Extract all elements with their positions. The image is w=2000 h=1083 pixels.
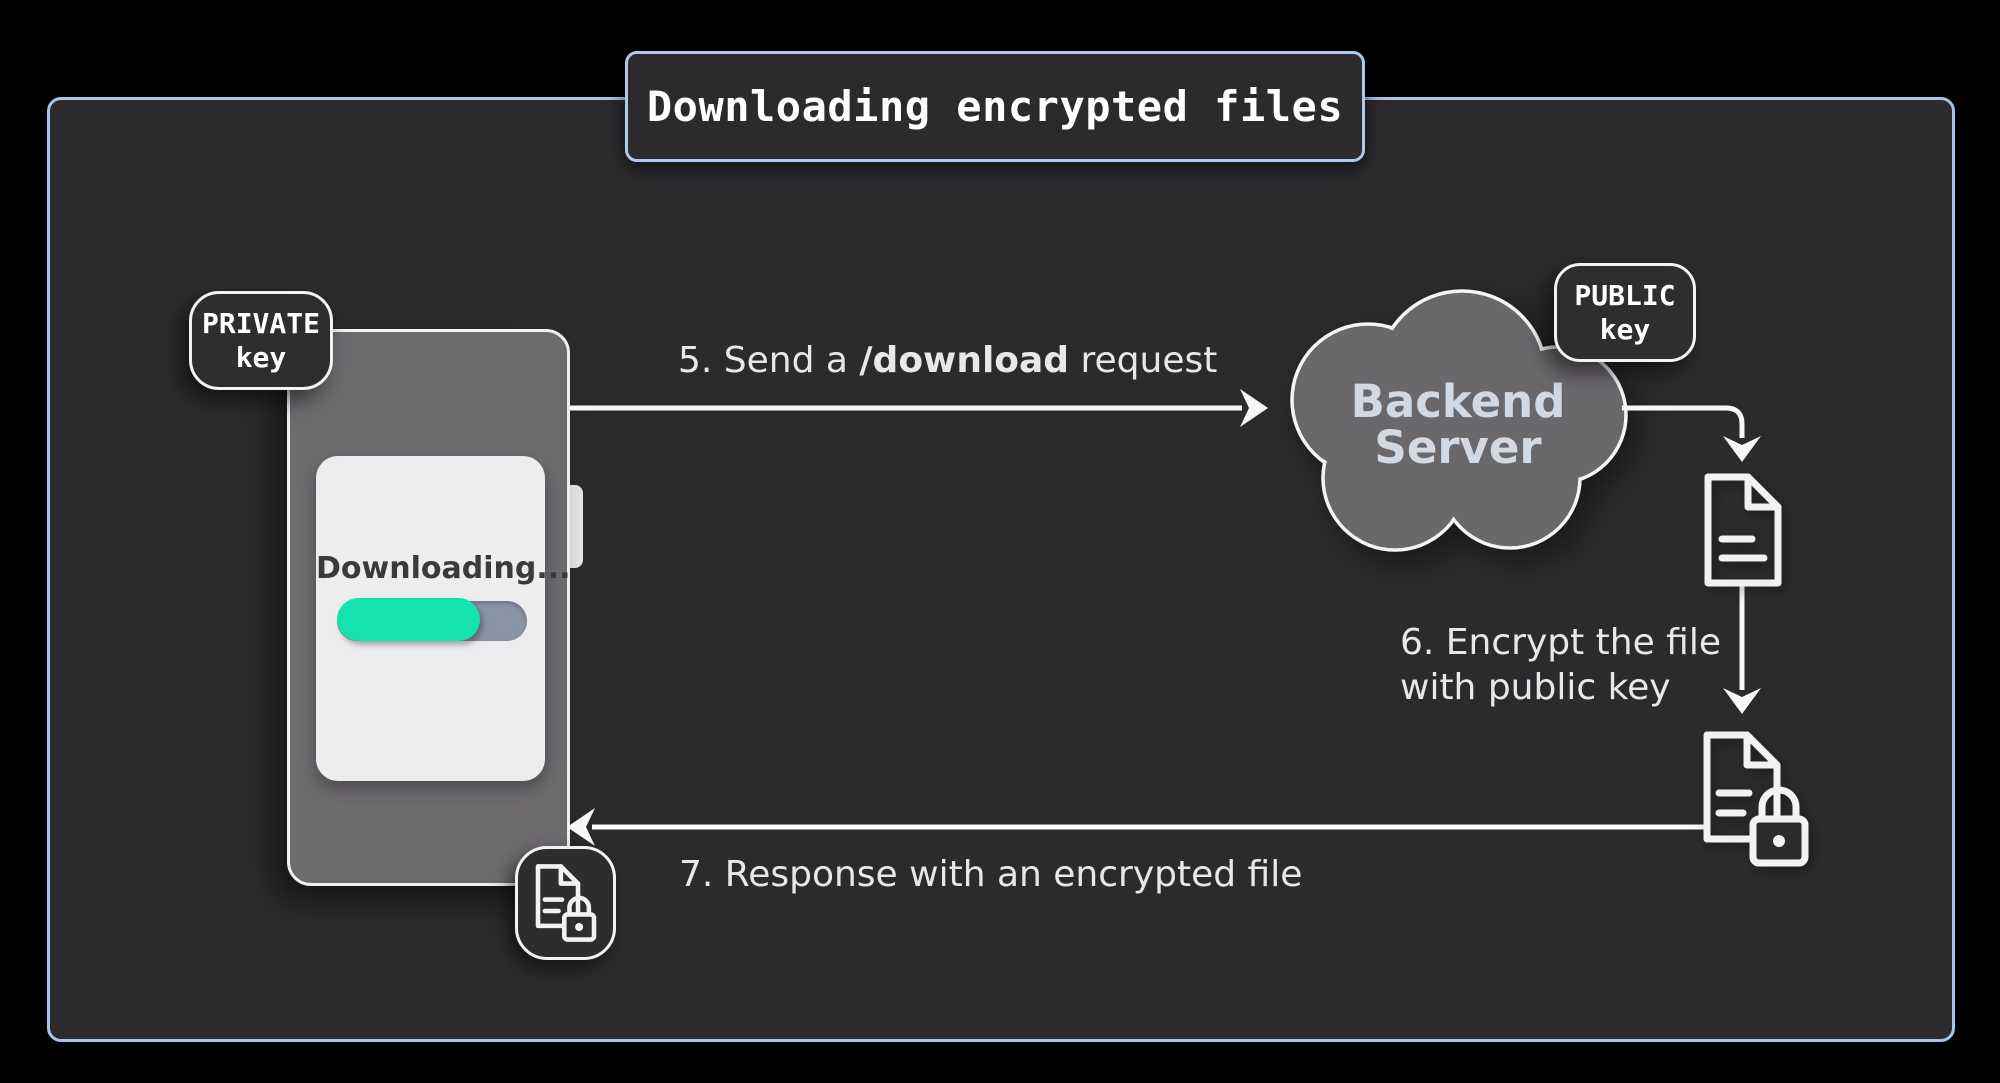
encrypted-file-badge-icon xyxy=(535,864,596,942)
phone-screen: Downloading... xyxy=(316,456,571,781)
progress-bar-track xyxy=(337,598,527,641)
public-key-label-line1: PUBLIC xyxy=(1574,278,1676,312)
step7-label: 7. Response with an encrypted file xyxy=(679,854,1303,895)
download-status-text: Downloading... xyxy=(316,551,571,586)
private-key-badge: PRIVATE key xyxy=(189,291,333,390)
document-icon xyxy=(1704,473,1782,587)
encrypted-document-lock-icon xyxy=(1703,731,1809,867)
page-title: Downloading encrypted files xyxy=(646,82,1344,131)
backend-server-label-line2: Server xyxy=(1374,421,1542,474)
backend-server-label-line1: Backend xyxy=(1350,375,1566,428)
public-key-label-line2: key xyxy=(1599,312,1651,346)
step5-label: 5. Send a /download request xyxy=(678,338,1217,383)
encrypted-file-badge xyxy=(515,846,616,960)
step6-label: 6. Encrypt the file with public key xyxy=(1400,620,1721,710)
phone: Downloading... xyxy=(287,329,571,886)
lock-keyhole xyxy=(1773,835,1785,847)
step6-label-line1: 6. Encrypt the file xyxy=(1400,622,1722,663)
private-key-label-line1: PRIVATE xyxy=(201,306,320,340)
private-key-label-line2: key xyxy=(235,340,287,374)
backend-server-label: Backend Server xyxy=(1292,379,1624,471)
step5-text-emphasis: /download xyxy=(859,340,1070,381)
cloud-icon xyxy=(1290,289,1628,552)
progress-bar-fill xyxy=(337,598,480,641)
title-box: Downloading encrypted files xyxy=(625,51,1365,162)
step6-label-line2: with public key xyxy=(1400,667,1671,708)
step5-text-prefix: 5. Send a xyxy=(678,340,860,381)
public-key-badge: PUBLIC key xyxy=(1554,263,1696,362)
step5-text-suffix: request xyxy=(1069,340,1218,381)
